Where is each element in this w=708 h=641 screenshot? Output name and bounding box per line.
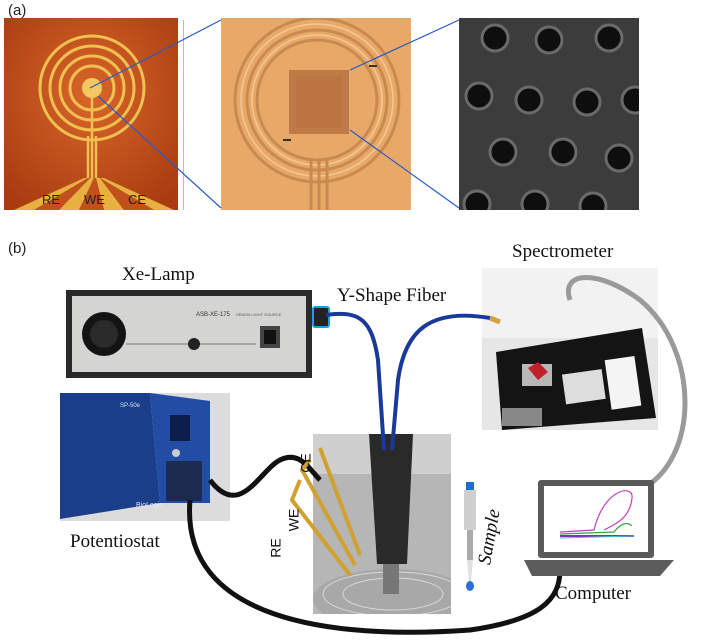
panel-a-tag: (a) [8, 2, 27, 19]
electrode-label-ce: CE [128, 192, 147, 207]
cell-photo [313, 434, 451, 614]
potentiostat-brand-text: BioLogic [136, 502, 163, 509]
ce-label: CE [297, 453, 314, 473]
y-fiber-label: Y-Shape Fiber [337, 285, 447, 306]
computer-label: Computer [555, 583, 631, 604]
lamp-sub-text: XENON LIGHT SOURCE [236, 312, 282, 317]
re-label: RE [267, 538, 284, 558]
lamp-model-text: ASB-XE-175 [196, 312, 231, 318]
spectrometer-label: Spectrometer [512, 241, 614, 262]
panel-b-tag: (b) [8, 240, 27, 257]
potentiostat-label: Potentiostat [70, 531, 160, 552]
electrode-photo: RE WE CE [4, 18, 178, 210]
laptop-icon [524, 478, 674, 578]
xe-lamp-label: Xe-Lamp [122, 264, 195, 285]
we-label: WE [285, 508, 302, 532]
electrode-label-we: WE [84, 192, 105, 207]
sem-photo [459, 18, 639, 210]
lamp-fiber-port [312, 306, 330, 328]
electrode-label-re: RE [42, 192, 61, 207]
panel-divider [183, 20, 184, 210]
xe-lamp-device: ASB-XE-175 XENON LIGHT SOURCE [66, 290, 312, 378]
spectrometer-photo [482, 268, 658, 430]
potentiostat-model-text: SP-50e [120, 403, 141, 409]
microscope-photo [221, 18, 411, 210]
pipette-icon [464, 482, 476, 591]
potentiostat-photo: SP-50e BioLogic [60, 393, 230, 521]
